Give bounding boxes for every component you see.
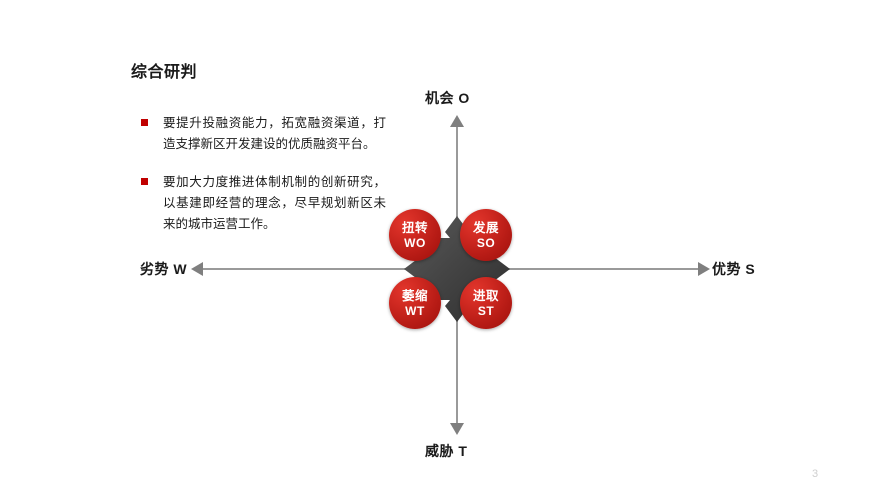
square-bullet-icon xyxy=(141,119,148,126)
axis-label-threat: 威胁 T xyxy=(425,443,468,459)
swot-quadrant-so[interactable]: 发展 SO xyxy=(460,209,512,261)
bullet-list: 要提升投融资能力，拓宽融资渠道，打造支撑新区开发建设的优质融资平台。 要加大力度… xyxy=(141,113,386,252)
swot-label-cn: 发展 xyxy=(472,220,499,235)
arrow-down-icon xyxy=(450,423,464,435)
swot-label-en: SO xyxy=(476,235,496,250)
swot-quadrant-wt[interactable]: 萎缩 WT xyxy=(389,277,441,329)
swot-label-cn: 扭转 xyxy=(401,220,428,235)
list-item-text: 要提升投融资能力，拓宽融资渠道，打造支撑新区开发建设的优质融资平台。 xyxy=(163,116,386,151)
axis-label-opportunity: 机会 O xyxy=(425,90,470,106)
arrow-up-icon xyxy=(450,115,464,127)
swot-label-cn: 萎缩 xyxy=(401,288,428,303)
four-point-cross-icon xyxy=(404,216,510,322)
axis-label-strength: 优势 S xyxy=(712,261,756,277)
swot-quadrant-st[interactable]: 进取 ST xyxy=(460,277,512,329)
axis-label-weakness: 劣势 W xyxy=(140,261,188,277)
list-item: 要加大力度推进体制机制的创新研究，以基建即经营的理念，尽早规划新区未来的城市运营… xyxy=(141,172,386,235)
page-title: 综合研判 xyxy=(131,64,198,81)
list-item: 要提升投融资能力，拓宽融资渠道，打造支撑新区开发建设的优质融资平台。 xyxy=(141,113,386,155)
arrow-left-icon xyxy=(191,262,203,276)
swot-label-en: WO xyxy=(404,235,426,250)
arrow-right-icon xyxy=(698,262,710,276)
swot-label-en: WT xyxy=(405,303,425,318)
swot-quadrant-wo[interactable]: 扭转 WO xyxy=(389,209,441,261)
swot-label-en: ST xyxy=(477,303,495,318)
list-item-text: 要加大力度推进体制机制的创新研究，以基建即经营的理念，尽早规划新区未来的城市运营… xyxy=(163,175,386,231)
square-bullet-icon xyxy=(141,178,148,185)
page-number: 3 xyxy=(812,468,819,480)
swot-label-cn: 进取 xyxy=(472,288,499,303)
